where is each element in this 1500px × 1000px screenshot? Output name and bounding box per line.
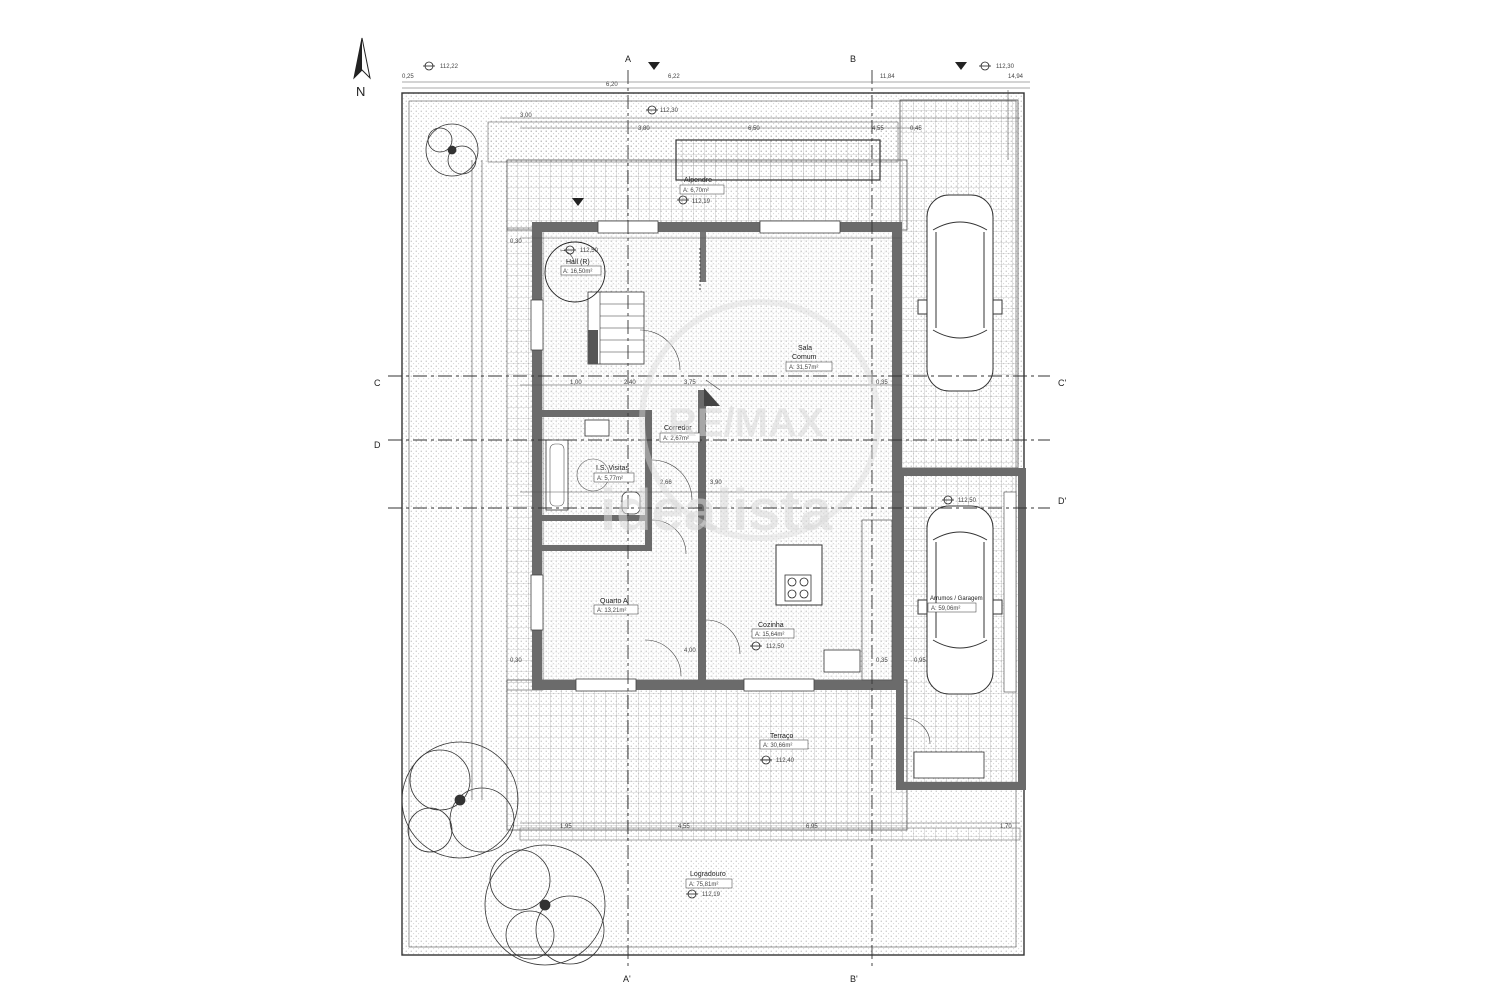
svg-text:6,50: 6,50 [748, 126, 760, 132]
room-label-quarto: Quarto A A: 13,21m² [593, 598, 639, 615]
staircase [587, 291, 645, 365]
alpendre-room [675, 139, 881, 181]
svg-text:Comum: Comum [792, 354, 817, 361]
room-label-alpendre: Alpendre A: 6,70m² [679, 177, 725, 195]
car-garage [917, 505, 1003, 695]
svg-text:Quarto A: Quarto A [600, 598, 628, 605]
svg-text:Logradouro: Logradouro [690, 871, 726, 878]
svg-text:3,90: 3,90 [710, 480, 722, 486]
door-swings [559, 249, 741, 677]
room-label-hall: Hall (R) A: 16,50m² [560, 259, 602, 276]
svg-text:0,95: 0,95 [914, 658, 926, 664]
room-label-corredor: Corredor A: 2,67m² [659, 425, 701, 443]
north-arrow-icon [353, 37, 371, 80]
svg-text:Alpendre: Alpendre [684, 177, 712, 184]
kitchen-fixtures [775, 519, 893, 681]
section-b-top: B [850, 54, 856, 64]
section-a-top: A [625, 54, 631, 64]
svg-text:Hall (R): Hall (R) [566, 259, 590, 266]
svg-text:1,95: 1,95 [560, 824, 572, 830]
section-a-bottom: A' [623, 974, 631, 984]
svg-text:A: 31,57m²: A: 31,57m² [789, 365, 818, 371]
svg-text:6,22: 6,22 [668, 74, 680, 80]
car-driveway [917, 194, 1003, 392]
room-label-terraco: Terraço A: 30,66m² [759, 733, 809, 750]
svg-text:A: 30,66m²: A: 30,66m² [763, 743, 792, 749]
remax-watermark: RE/MAX [639, 299, 881, 541]
svg-text:0,45: 0,45 [910, 126, 922, 132]
level-logradouro: 112,19 [702, 892, 721, 898]
svg-text:4,55: 4,55 [872, 126, 884, 132]
tree-top-left [425, 123, 479, 177]
svg-text:I.S. Visitas: I.S. Visitas [596, 465, 629, 472]
room-label-cozinha: Cozinha A: 15,64m² [751, 622, 795, 639]
section-d-left: D [374, 440, 381, 450]
level-gate: 112,30 [660, 108, 679, 114]
svg-text:1,70: 1,70 [1000, 824, 1012, 830]
svg-text:3,80: 3,80 [638, 126, 650, 132]
level-hall: 112,50 [580, 248, 599, 254]
svg-text:4,55: 4,55 [678, 824, 690, 830]
svg-text:Terraço: Terraço [770, 733, 793, 740]
section-c-right: C' [1058, 378, 1066, 388]
room-label-sala: Sala Comum A: 31,57m² [785, 345, 833, 372]
svg-text:14,94: 14,94 [1008, 74, 1024, 80]
room-label-garagem: Arrumos / Garagem A: 59,06m² [927, 596, 983, 613]
svg-text:1,00: 1,00 [570, 380, 582, 386]
svg-text:Cozinha: Cozinha [758, 622, 784, 629]
svg-text:0,35: 0,35 [876, 658, 888, 664]
dimension-labels: 0,25 6,20 6,22 11,84 14,94 3,00 3,80 6,5… [402, 74, 1024, 830]
section-c-left: C [374, 378, 381, 388]
level-top-left: 112,22 [440, 64, 459, 70]
svg-text:6,20: 6,20 [606, 82, 618, 88]
level-garagem: 112,50 [958, 498, 977, 504]
svg-text:A: 59,06m²: A: 59,06m² [931, 606, 960, 612]
level-cozinha: 112,50 [766, 644, 785, 650]
svg-text:A: 5,77m²: A: 5,77m² [597, 476, 623, 482]
svg-text:0,35: 0,35 [876, 380, 888, 386]
svg-text:A: 75,81m²: A: 75,81m² [689, 882, 718, 888]
svg-text:0,25: 0,25 [402, 74, 414, 80]
svg-text:A: 6,70m²: A: 6,70m² [683, 188, 709, 194]
dimension-lines [402, 81, 1030, 824]
column-mark [704, 388, 720, 406]
tree-bottom-left [401, 741, 519, 859]
svg-text:A: 13,21m²: A: 13,21m² [597, 608, 626, 614]
svg-text:0,30: 0,30 [510, 658, 522, 664]
svg-text:2,66: 2,66 [660, 480, 672, 486]
level-markers [423, 61, 991, 899]
svg-text:3,00: 3,00 [520, 113, 532, 119]
room-label-is-visitas: I.S. Visitas A: 5,77m² [593, 465, 635, 483]
svg-text:A: 2,67m²: A: 2,67m² [663, 436, 689, 442]
level-terraco: 112,40 [776, 758, 795, 764]
tree-bottom-center [484, 844, 606, 966]
svg-text:2,40: 2,40 [624, 380, 636, 386]
svg-text:RE/MAX: RE/MAX [668, 401, 824, 445]
idealista-watermark: idealista [600, 478, 833, 543]
svg-text:A: 16,50m²: A: 16,50m² [563, 269, 592, 275]
svg-text:6,95: 6,95 [806, 824, 818, 830]
entrance-arrows [572, 62, 967, 206]
room-label-logradouro: Logradouro A: 75,81m² [685, 871, 733, 889]
section-b-bottom: B' [850, 974, 858, 984]
north-label: N [356, 84, 365, 99]
svg-text:A: 15,64m²: A: 15,64m² [755, 632, 784, 638]
level-top-right: 112,30 [996, 64, 1015, 70]
svg-text:3,75: 3,75 [684, 380, 696, 386]
svg-text:Sala: Sala [798, 345, 812, 352]
svg-text:11,84: 11,84 [880, 74, 895, 80]
section-d-right: D' [1058, 496, 1066, 506]
section-lines [388, 70, 1050, 970]
svg-text:Corredor: Corredor [664, 425, 692, 432]
svg-text:0,30: 0,30 [510, 239, 522, 245]
level-alpendre: 112,19 [692, 199, 711, 205]
svg-text:Arrumos / Garagem: Arrumos / Garagem [930, 596, 983, 602]
house [530, 220, 902, 692]
svg-text:4,00: 4,00 [684, 648, 696, 654]
